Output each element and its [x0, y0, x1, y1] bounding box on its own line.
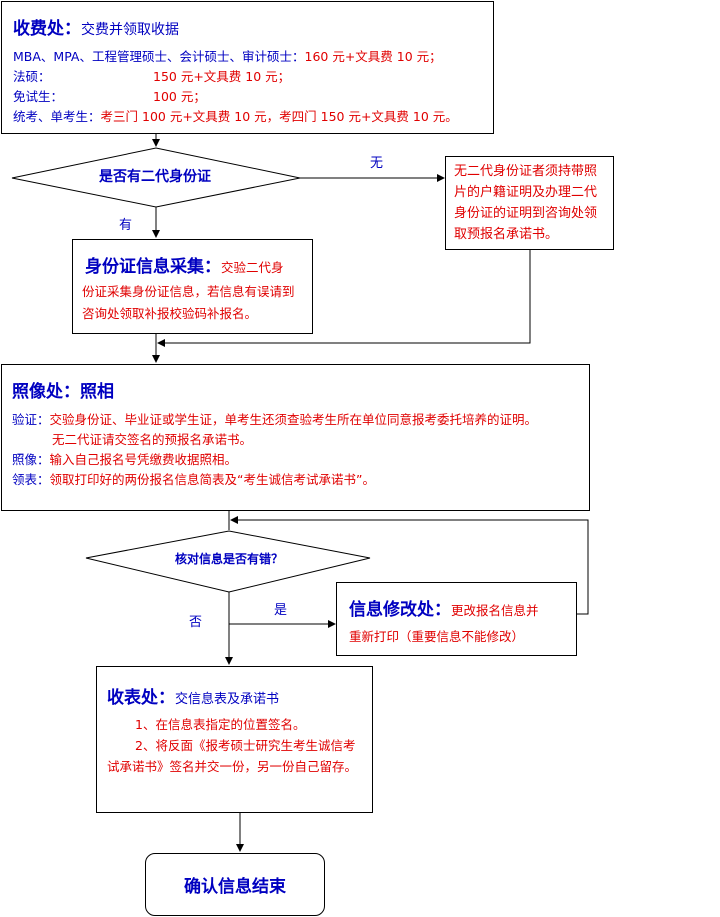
modify-box: 信息修改处：更改报名信息并 重新打印（重要信息不能修改）	[336, 582, 577, 656]
decision1-yes: 有	[119, 218, 133, 233]
decision1-text: 是否有二代身份证	[99, 169, 211, 185]
decision2-yes: 是	[274, 603, 288, 618]
fee-box: 收费处：交费并领取收据 MBA、MPA、工程管理硕士、会计硕士、审计硕士：160…	[1, 1, 494, 134]
fee-value: 150 元+文具费 10 元；	[153, 69, 291, 84]
end-box: 确认信息结束	[145, 853, 325, 916]
photo-label: 验证：	[12, 412, 50, 427]
photo-label: 照像：	[12, 452, 50, 467]
collect-item1: 1、在信息表指定的位置签名。	[135, 717, 306, 732]
fee-label: 免试生：	[13, 89, 64, 104]
fee-value: 100 元；	[153, 89, 206, 104]
collect-box: 收表处：交信息表及承诺书 1、在信息表指定的位置签名。 2、将反面《报考硕士研究…	[96, 666, 373, 813]
decision1-no: 无	[370, 156, 384, 171]
photo-value: 交验身份证、毕业证或学生证，单考生还须查验考生所在单位同意报考委托培养的证明。	[49, 412, 538, 427]
id-collect-text2: 份证采集身份证信息，若信息有误请到咨询处领取补报校验码补报名。	[82, 284, 295, 321]
collect-subtitle: 交信息表及承诺书	[175, 692, 280, 707]
fee-subtitle: 交费并领取收据	[81, 22, 179, 38]
fee-label: MBA、MPA、工程管理硕士、会计硕士、审计硕士：	[13, 49, 305, 64]
id-collect-title: 身份证信息采集：	[85, 257, 221, 277]
id-collect-box: 身份证信息采集：交验二代身 份证采集身份证信息，若信息有误请到咨询处领取补报校验…	[72, 239, 313, 334]
modify-title: 信息修改处：	[349, 600, 451, 620]
decision2-text: 核对信息是否有错？	[174, 552, 283, 566]
decision2-no: 否	[189, 615, 203, 630]
fee-label: 统考、单考生：	[13, 109, 101, 124]
collect-title: 收表处：	[107, 688, 175, 708]
decision-diamond-2	[85, 530, 371, 593]
photo-box: 照像处：照相 验证：交验身份证、毕业证或学生证，单考生还须查验考生所在单位同意报…	[1, 364, 590, 511]
id-collect-text1: 交验二代身	[221, 260, 284, 275]
collect-item2: 2、将反面《报考硕士研究生考生诚信考试承诺书》签名并交一份，另一份自己留存。	[107, 738, 358, 774]
fee-value: 160 元+文具费 10 元；	[304, 49, 442, 64]
modify-text2: 重新打印（重要信息不能修改）	[349, 629, 525, 644]
fee-label: 法硕：	[13, 69, 51, 84]
no-id-box: 无二代身份证者须持带照片的户籍证明及办理二代身份证的证明到咨询处领取预报名承诺书…	[445, 156, 614, 250]
end-text: 确认信息结束	[184, 877, 286, 897]
photo-value: 无二代证请交签名的预报名承诺书。	[52, 432, 253, 447]
modify-text1: 更改报名信息并	[451, 603, 539, 618]
fee-title: 收费处：	[13, 19, 81, 39]
fee-value: 考三门 100 元+文具费 10 元，考四门 150 元+文具费 10 元。	[100, 109, 458, 124]
photo-value: 输入自己报名号凭缴费收据照相。	[49, 452, 238, 467]
photo-label: 领表：	[12, 472, 50, 487]
photo-value: 领取打印好的两份报名信息简表及“考生诚信考试承诺书”。	[49, 472, 375, 487]
photo-title: 照像处：照相	[12, 382, 114, 402]
